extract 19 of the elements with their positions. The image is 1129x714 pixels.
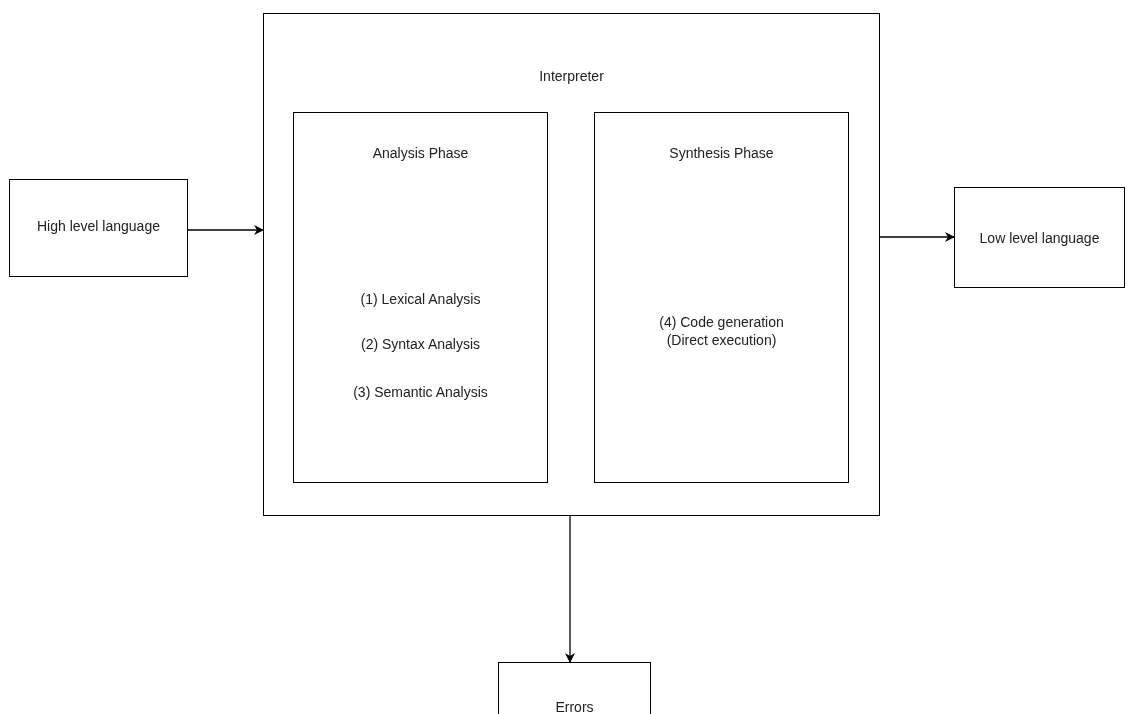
box-label: Low level language [979, 229, 1100, 247]
arrow [187, 225, 264, 235]
arrow [565, 515, 575, 663]
box-label: (1) Lexical Analysis [360, 290, 481, 308]
box-label: (3) Semantic Analysis [353, 383, 488, 401]
box-label: (4) Code generation (Direct execution) [658, 313, 785, 349]
errors-box [498, 662, 651, 714]
box-heading: Analysis Phase [372, 144, 469, 162]
source-box [9, 179, 188, 277]
box-heading: Interpreter [539, 67, 604, 85]
target-box [954, 187, 1125, 288]
phase-box [293, 112, 548, 483]
box-heading: Synthesis Phase [669, 144, 774, 162]
phase-box [594, 112, 849, 483]
arrow [879, 232, 955, 242]
box-label: (2) Syntax Analysis [360, 335, 481, 353]
interpreter-box [263, 13, 880, 516]
box-label: High level language [37, 217, 160, 235]
box-label: Errors [555, 698, 594, 714]
